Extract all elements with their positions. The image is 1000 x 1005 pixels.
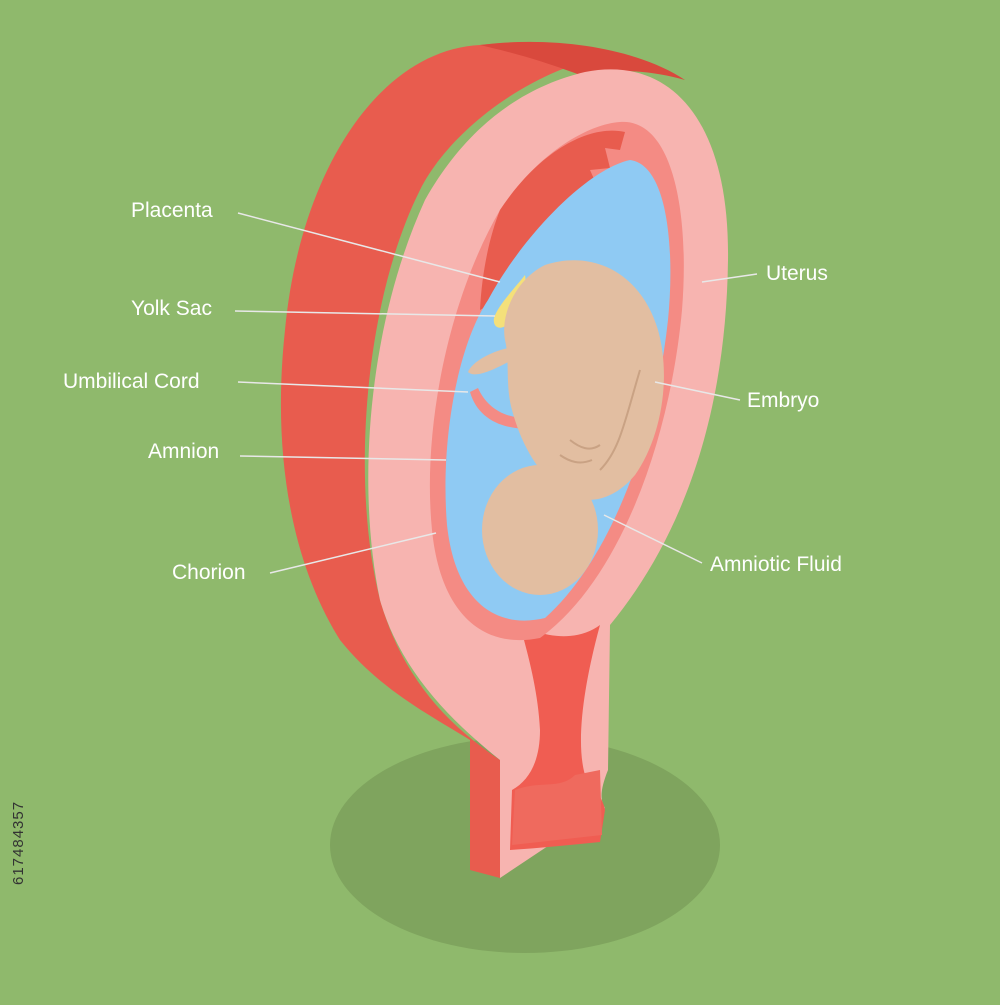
uterus-leader xyxy=(701,273,758,283)
amnion-leader xyxy=(239,455,447,461)
stock-id: 617484357 xyxy=(10,800,27,885)
label-yolk-sac: Yolk Sac xyxy=(131,297,212,320)
chorion-leader xyxy=(269,532,437,574)
label-uterus: Uterus xyxy=(766,262,828,285)
label-amnion: Amnion xyxy=(148,440,220,463)
label-amniotic-fluid: Amniotic Fluid xyxy=(710,553,842,576)
yolk-sac xyxy=(493,275,526,328)
leader-lines xyxy=(234,212,758,574)
embryo-limb xyxy=(468,348,512,375)
embryo-leader xyxy=(654,381,741,401)
embryo-body xyxy=(504,260,664,500)
yolk-sac-leader xyxy=(234,310,496,317)
amniotic-fluid-leader xyxy=(603,514,703,564)
umbilical-cord-leader xyxy=(237,381,469,393)
placenta-leader xyxy=(237,212,501,283)
uterus-rim xyxy=(480,41,685,80)
label-placenta: Placenta xyxy=(131,199,213,222)
label-chorion: Chorion xyxy=(172,561,246,584)
uterus-side-wall xyxy=(280,42,610,878)
embryo-head xyxy=(482,465,598,595)
label-embryo: Embryo xyxy=(747,389,820,412)
embryo-details xyxy=(559,369,641,471)
cervix-opening xyxy=(512,770,602,845)
label-umbilical-cord: Umbilical Cord xyxy=(63,370,200,393)
